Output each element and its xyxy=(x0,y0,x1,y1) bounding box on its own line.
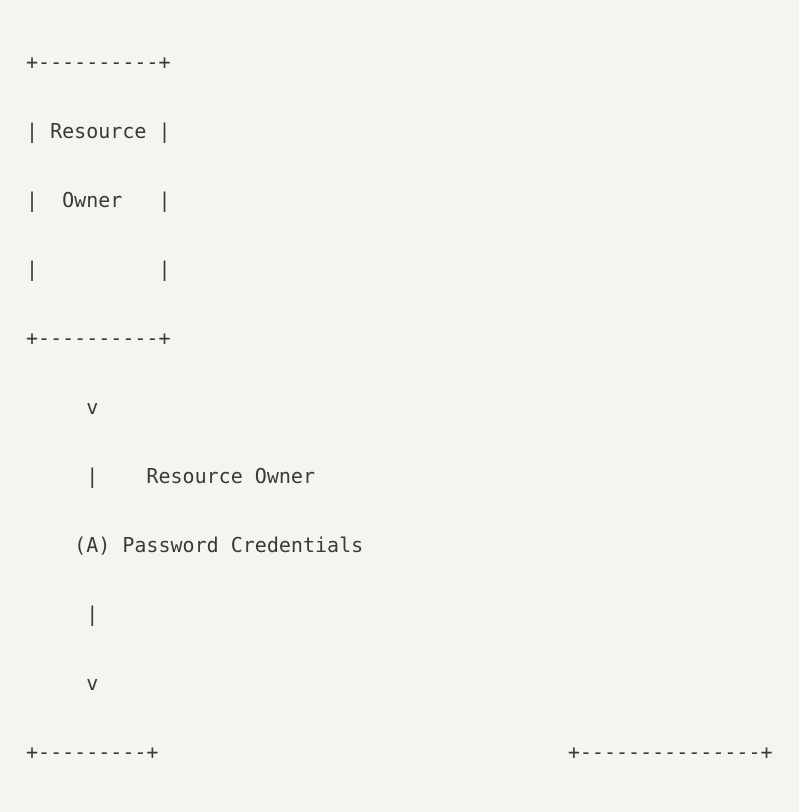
ascii-line-resource-owner-label2: | Owner | xyxy=(26,188,171,212)
ascii-line-arrow-down-head2: v xyxy=(26,671,99,695)
ascii-line-step-a-label2: (A) Password Credentials xyxy=(26,533,364,557)
ascii-line-resource-owner-label: | Resource | xyxy=(26,119,171,143)
ascii-line-step-a-label1: | Resource Owner xyxy=(26,464,315,488)
ascii-line-resource-owner-box-body: | | xyxy=(26,257,171,281)
ascii-line-resource-owner-box-top: +----------+ xyxy=(26,50,171,74)
ascii-line-step-b-arrow: | |>--(B)---- Resource Owner ------->| | xyxy=(26,810,799,812)
ascii-line-boxes-top-border: +---------+ +---------------+ xyxy=(26,740,773,764)
ascii-line-resource-owner-box-bottom: +----------+ xyxy=(26,326,171,350)
ascii-line-arrow-down-head: v xyxy=(26,395,99,419)
ascii-line-arrow-down-shaft: | xyxy=(26,602,99,626)
